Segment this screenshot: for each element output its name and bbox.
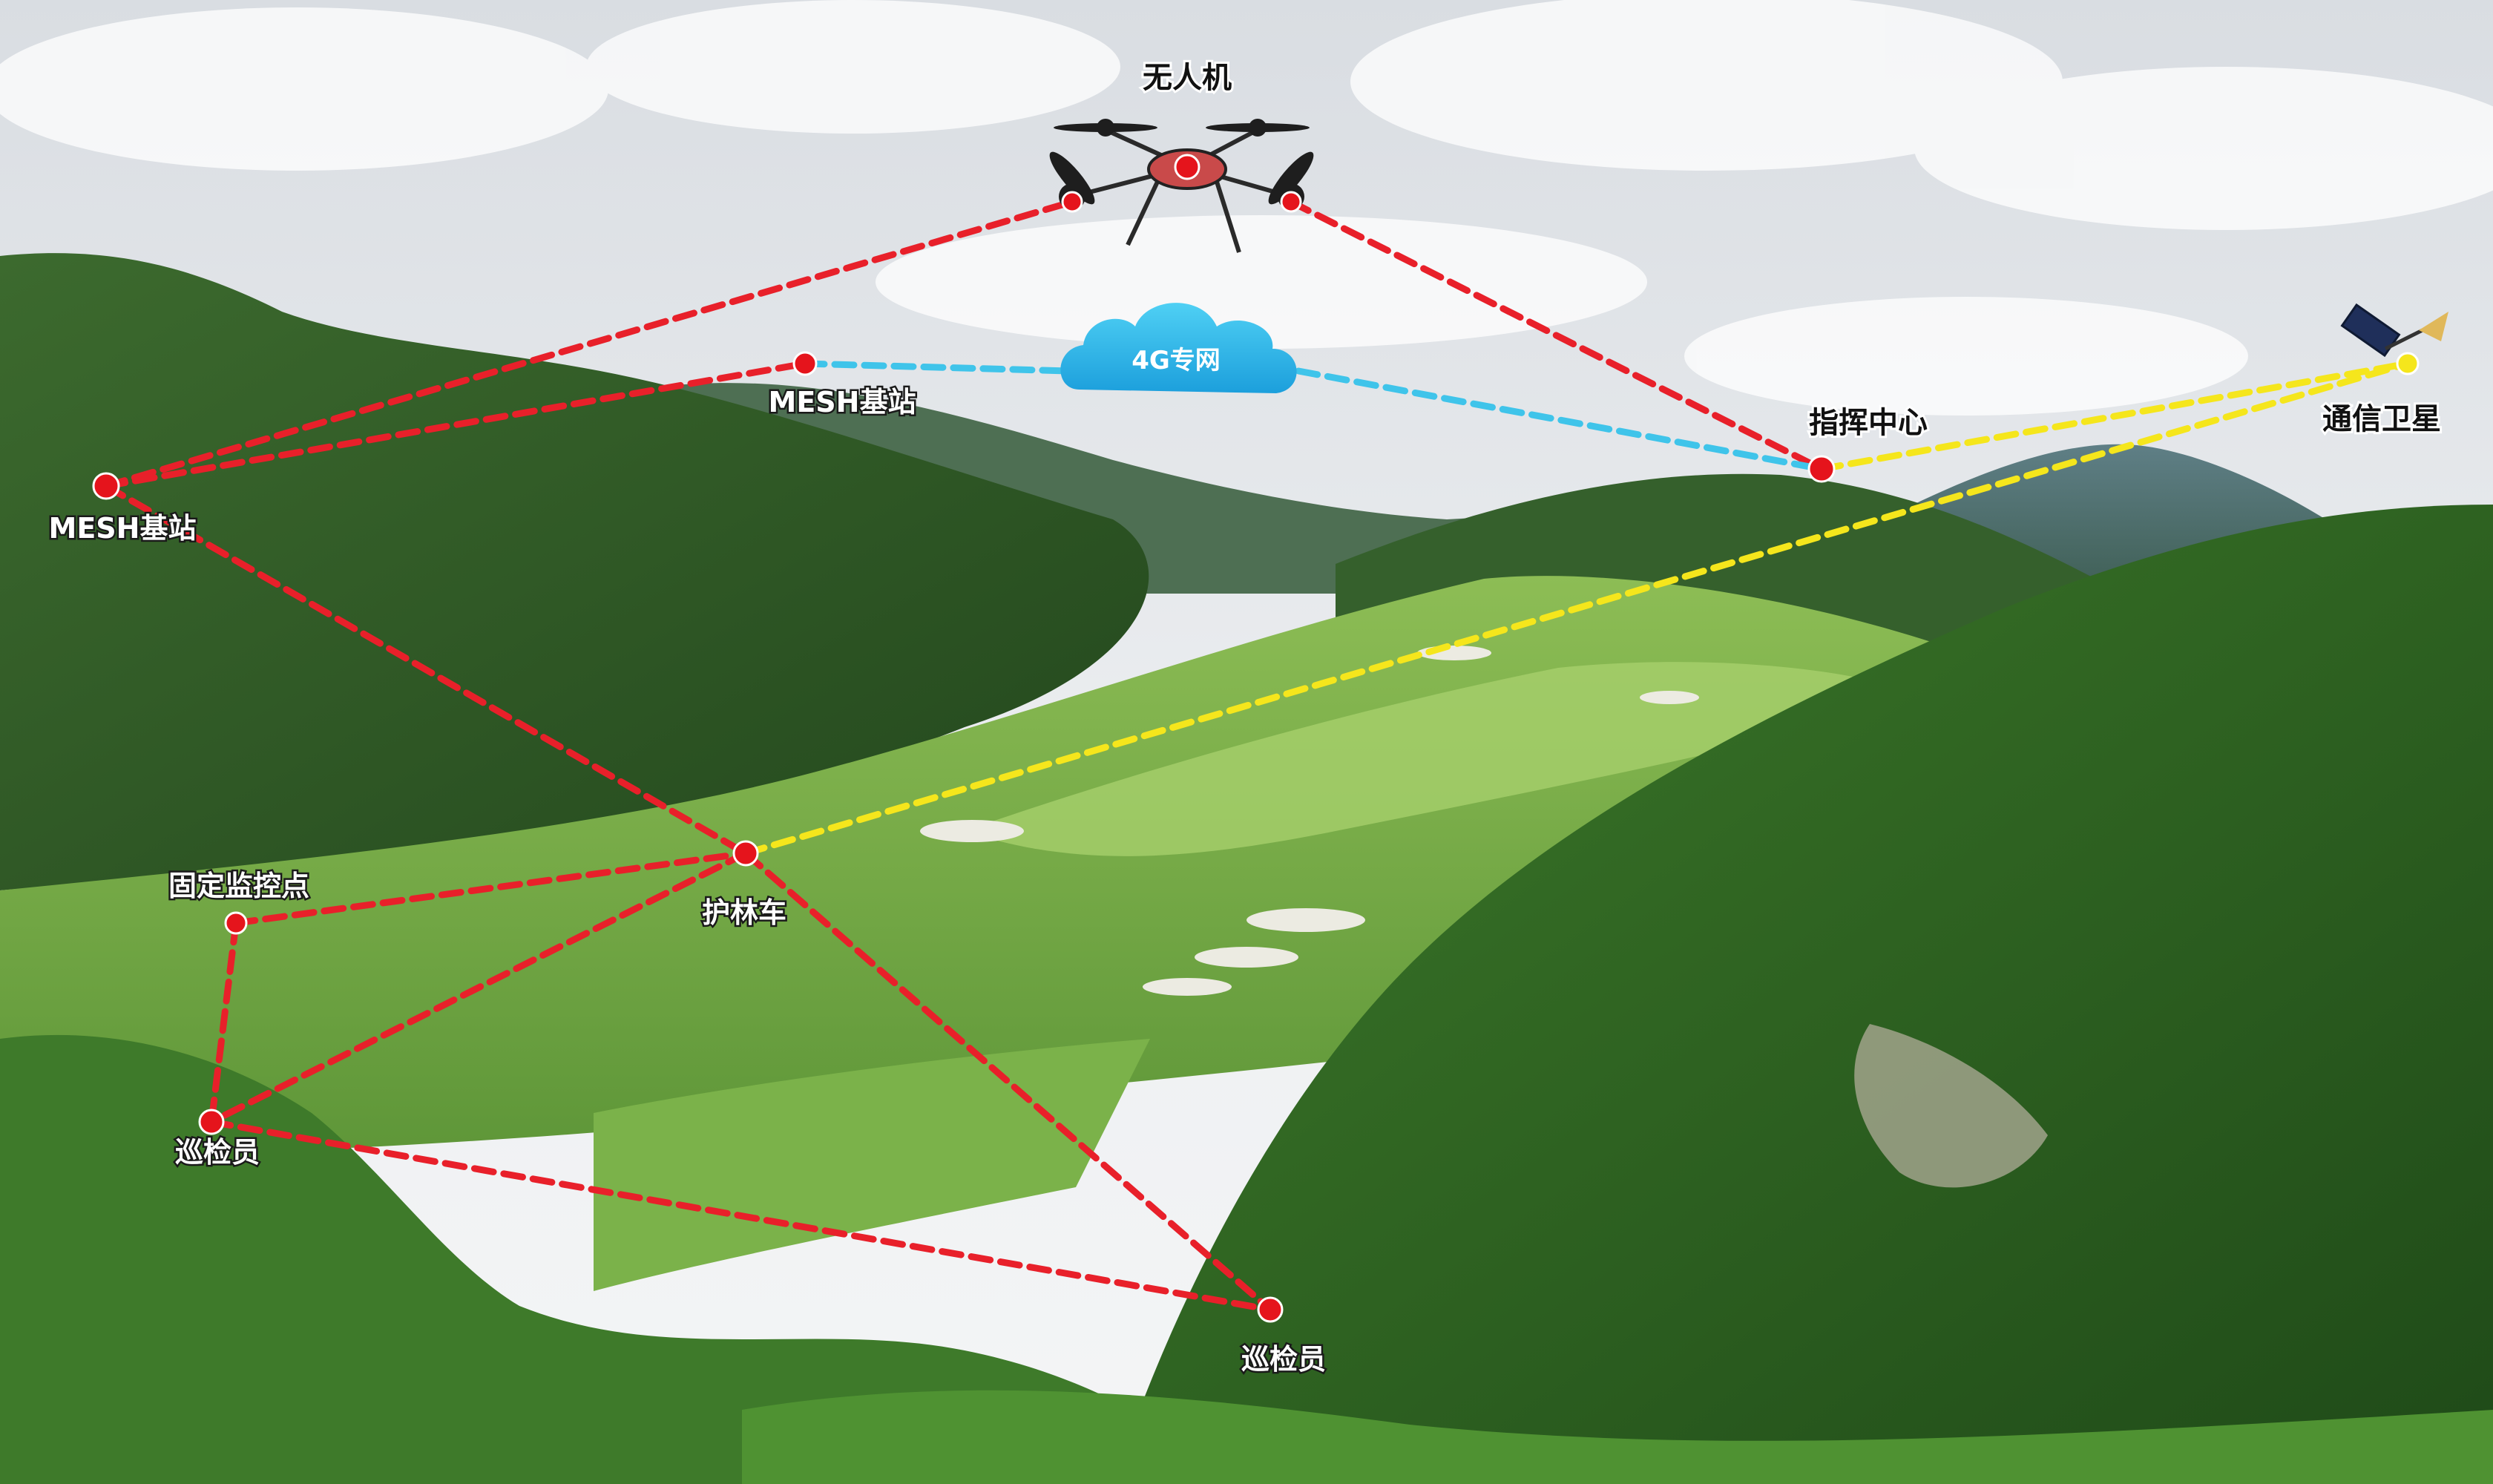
link-patrol-car-inspector-left [208,850,749,1126]
link-fixed-patrol-car [232,850,749,927]
satellite-links [742,360,2411,857]
node-inspector-left [198,1109,225,1135]
label-mesh-top: MESH基站 [769,386,916,418]
satellite-icon [2340,303,2448,358]
link-mesh-top-cloud [801,360,1072,375]
link-drone-command [1287,198,1825,473]
left-mountain [0,253,1149,890]
label-inspector-right: 巡检员 [1241,1343,1326,1376]
label-satellite: 通信卫星 [2322,402,2441,436]
ground-links [102,360,1274,1313]
link-mesh-left-mesh-top [102,360,809,490]
node-mesh-top [792,351,818,376]
right-forest-hill [1113,505,2493,1484]
fairway-light [965,662,1929,856]
label-inspector-left: 巡检员 [175,1136,260,1169]
node-drone-left-rotor [1061,191,1083,213]
link-mesh-left-drone [102,198,1076,490]
rock-outcrop [1854,1024,2048,1188]
link-patrol-car-inspector-right [742,850,1274,1313]
sky-clouds [0,0,2493,416]
connection-lines [102,198,2411,1313]
label-fixed-monitor: 固定监控点 [168,870,309,902]
link-patrol-car-satellite [742,360,2411,857]
lte-links [801,360,1825,473]
drone-links [102,198,1825,490]
lte-cloud: 4G专网 [1060,303,1297,393]
foreground-trees [0,1034,1261,1484]
node-fixed-monitor [224,911,248,935]
cloud-icon [1060,303,1297,393]
link-fixed-inspector-left [208,919,240,1126]
foreground-shrubs [742,1390,2493,1484]
fairway-lower [594,1039,1150,1291]
node-mesh-left [92,472,120,500]
nodes [92,154,2420,1323]
label-patrol-car: 护林车 [702,896,786,929]
node-satellite [2396,352,2420,375]
node-labels: 无人机 MESH基站 MESH基站 指挥中心 通信卫星 护林车 固定监控点 巡检… [47,59,2443,1378]
node-patrol-car [732,840,759,867]
link-inspector-left-inspector-right [208,1118,1274,1313]
node-drone [1174,154,1200,180]
label-drone: 无人机 [1143,61,1232,95]
link-cloud-command [1295,367,1825,473]
cloud-label: 4G专网 [1131,346,1221,375]
drone-icon [1049,119,1314,253]
node-command [1807,455,1836,483]
label-command: 指挥中心 [1809,406,1928,440]
link-command-satellite [1818,360,2411,473]
node-drone-right-rotor [1280,191,1302,213]
sand-bunkers [920,646,1699,996]
label-mesh-left: MESH基站 [49,512,197,545]
node-inspector-right [1257,1296,1284,1323]
link-mesh-left-patrol-car [102,482,749,857]
